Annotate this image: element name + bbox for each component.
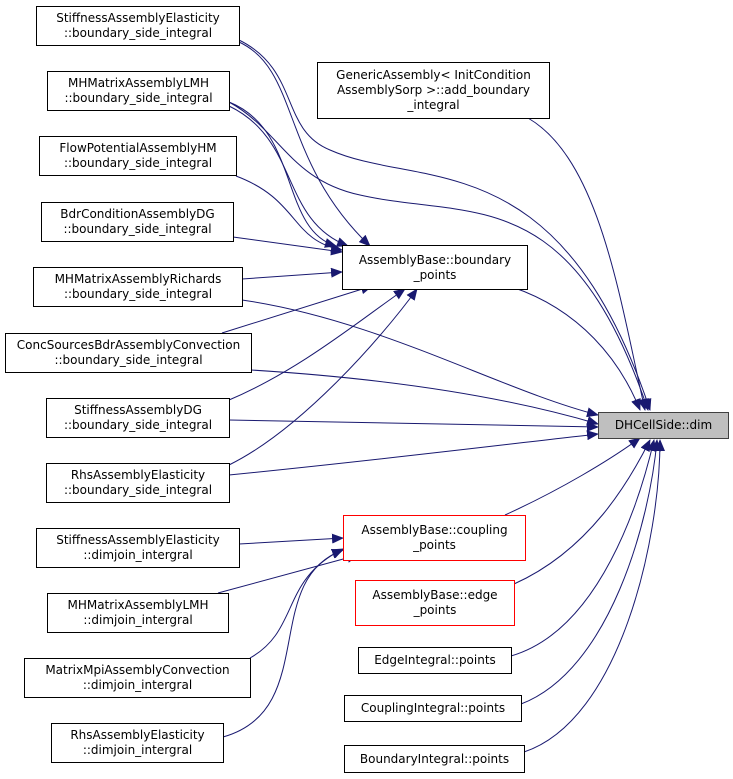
- edge-coupling-to-dim: [504, 437, 641, 516]
- node-label: ::boundary_side_integral: [63, 483, 213, 497]
- edge-rhs-dim-to-coupling: [222, 549, 344, 738]
- edge-edgeint-to-dim: [510, 439, 657, 657]
- node-label: CouplingIntegral::points: [360, 701, 506, 715]
- node-matrixmpi-convection-dimjoin[interactable]: MatrixMpiAssemblyConvection::dimjoin_int…: [24, 658, 251, 698]
- node-label: FlowPotentialAssemblyHM: [59, 141, 217, 155]
- edge-stiffdg-bsi-to-abboundary: [228, 288, 406, 401]
- node-label: _points: [413, 538, 456, 552]
- node-stiffness-dg-boundary[interactable]: StiffnessAssemblyDG::boundary_side_integ…: [46, 398, 230, 438]
- node-label: EdgeIntegral::points: [374, 653, 496, 667]
- edge-couplingint-to-dim: [520, 439, 662, 705]
- node-label: ::boundary_side_integral: [63, 26, 213, 40]
- node-label: DHCellSide::dim: [614, 418, 713, 432]
- edge-sae-dim-to-coupling: [238, 533, 344, 545]
- node-label: RhsAssemblyElasticity: [70, 468, 206, 482]
- node-stiffness-elasticity-dimjoin[interactable]: StiffnessAssemblyElasticity::dimjoin_int…: [36, 528, 240, 568]
- edge-stiffdg-bsi-to-dim: [228, 419, 599, 432]
- edge-rhs-bsi-to-dim: [228, 430, 599, 476]
- node-couplingintegral-points[interactable]: CouplingIntegral::points: [344, 695, 522, 722]
- node-label: ::dimjoin_intergral: [82, 678, 193, 692]
- node-label: StiffnessAssemblyElasticity: [56, 11, 220, 25]
- node-label: StiffnessAssemblyDG: [74, 403, 202, 417]
- node-label: AssemblyBase::coupling: [361, 523, 508, 537]
- node-rhs-elasticity-boundary[interactable]: RhsAssemblyElasticity::boundary_side_int…: [46, 463, 230, 503]
- node-mhmatrix-lmh-boundary[interactable]: MHMatrixAssemblyLMH::boundary_side_integ…: [47, 71, 230, 111]
- node-label: GenericAssembly< InitCondition: [336, 68, 531, 82]
- edge-sae-bsi-to-abboundary: [238, 41, 371, 247]
- node-label: ::boundary_side_integral: [63, 418, 213, 432]
- node-label: BoundaryIntegral::points: [359, 751, 510, 766]
- node-label: ::boundary_side_integral: [54, 353, 203, 367]
- node-label: RhsAssemblyElasticity: [70, 728, 205, 742]
- edge-sae-bsi-to-dim: [238, 39, 652, 411]
- node-label: AssemblyBase::edge: [372, 588, 498, 602]
- node-label: ::boundary_side_integral: [63, 222, 212, 236]
- node-assemblybase-boundary-points[interactable]: AssemblyBase::boundary_points: [342, 245, 528, 290]
- edge-mhlmh-dim-to-coupling: [217, 553, 359, 594]
- node-label: ::dimjoin_intergral: [83, 613, 193, 627]
- node-concsources-boundary[interactable]: ConcSourcesBdrAssemblyConvection::bounda…: [5, 333, 252, 373]
- node-mhmatrix-lmh-dimjoin[interactable]: MHMatrixAssemblyLMH::dimjoin_intergral: [47, 593, 229, 633]
- node-label: ConcSourcesBdrAssemblyConvection: [16, 338, 241, 352]
- node-boundaryintegral-points[interactable]: BoundaryIntegral::points: [344, 745, 525, 773]
- node-assemblybase-coupling-points[interactable]: AssemblyBase::coupling_points: [343, 515, 526, 561]
- edge-abboundary-to-dim: [511, 286, 641, 411]
- node-label: _points: [413, 267, 457, 282]
- edge-edge-to-dim: [513, 439, 651, 585]
- edge-rhs-bsi-to-abboundary: [228, 288, 418, 466]
- node-flowpotential-boundary[interactable]: FlowPotentialAssemblyHM::boundary_side_i…: [39, 136, 237, 176]
- edge-mhlmh-bsi-to-abboundary-1: [228, 101, 337, 248]
- node-label: MatrixMpiAssemblyConvection: [45, 663, 230, 677]
- edge-mhrichards-bsi-to-abboundary: [241, 267, 343, 280]
- node-mhmatrix-richards-boundary[interactable]: MHMatrixAssemblyRichards::boundary_side_…: [33, 267, 243, 307]
- node-label: _integral: [407, 98, 460, 112]
- node-label: AssemblyBase::boundary: [358, 252, 512, 267]
- node-bdrcondition-boundary[interactable]: BdrConditionAssemblyDG::boundary_side_in…: [41, 202, 234, 242]
- node-stiffness-elasticity-boundary[interactable]: StiffnessAssemblyElasticity::boundary_si…: [36, 6, 240, 46]
- edge-bdrcond-bsi-to-abboundary: [232, 236, 343, 256]
- edge-mhlmh-bsi-to-abboundary-2: [228, 105, 349, 247]
- node-label: BdrConditionAssemblyDG: [60, 207, 215, 221]
- node-dhcellside-dim: DHCellSide::dim: [598, 412, 729, 439]
- edge-mhlmh-bsi-to-dim: [228, 101, 650, 411]
- node-label: ::boundary_side_integral: [63, 287, 213, 301]
- node-rhs-elasticity-dimjoin[interactable]: RhsAssemblyElasticity::dimjoin_intergral: [51, 723, 224, 763]
- node-assemblybase-edge-points[interactable]: AssemblyBase::edge_points: [355, 580, 515, 626]
- node-label: MHMatrixAssemblyLMH: [67, 76, 210, 90]
- edge-flowpot-bsi-to-abboundary: [235, 175, 343, 253]
- node-label: AssemblySorp >::add_boundary: [336, 83, 531, 97]
- edge-conc-bsi-to-abboundary: [221, 284, 373, 334]
- edge-matrixmpi-dim-to-coupling: [249, 548, 344, 659]
- node-label: ::boundary_side_integral: [64, 91, 213, 105]
- edge-boundaryint-to-dim: [523, 439, 665, 753]
- edge-conc-bsi-to-dim: [250, 369, 599, 426]
- edge-mhrichards-bsi-to-dim: [241, 299, 599, 418]
- node-label: StiffnessAssemblyElasticity: [56, 533, 220, 547]
- node-label: ::dimjoin_intergral: [82, 743, 193, 757]
- edge-generic-to-dim: [527, 117, 648, 411]
- node-label: _points: [413, 603, 457, 617]
- node-label: MHMatrixAssemblyLMH: [67, 598, 209, 612]
- node-label: ::dimjoin_intergral: [83, 548, 193, 562]
- node-label: MHMatrixAssemblyRichards: [54, 272, 222, 286]
- node-edgeintegral-points[interactable]: EdgeIntegral::points: [358, 647, 512, 674]
- node-label: ::boundary_side_integral: [63, 156, 213, 170]
